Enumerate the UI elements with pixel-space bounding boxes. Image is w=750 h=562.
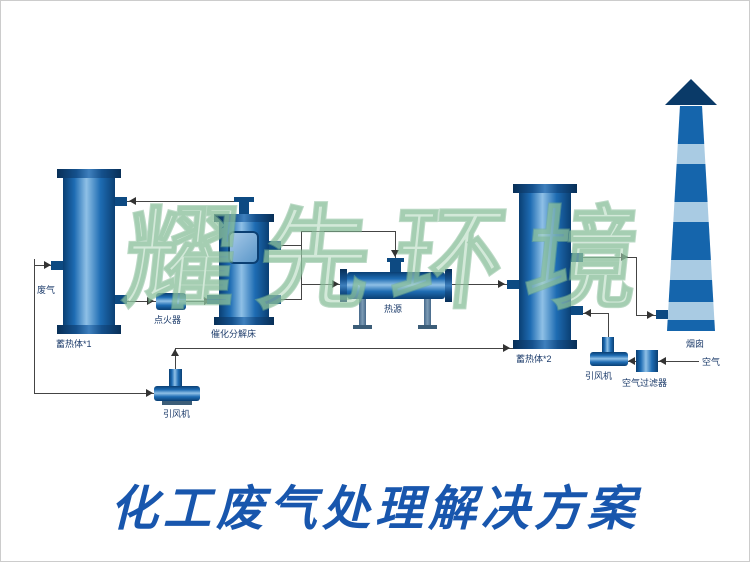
label-heat-storage-2: 蓄热体*2 xyxy=(516,354,552,364)
fan-left-inlet-stub xyxy=(169,369,182,386)
label-heat-source: 热源 xyxy=(384,304,403,314)
heat-source-foot xyxy=(418,325,437,329)
heat-source-right-flange xyxy=(445,269,452,302)
label-waste-gas: 废气 xyxy=(37,285,56,295)
flow-arrow xyxy=(44,261,51,269)
flow-arrow xyxy=(659,357,666,365)
label-air: 空气 xyxy=(702,357,721,367)
igniter-box xyxy=(156,293,186,310)
flow-arrow xyxy=(391,250,399,257)
heat-storage-2-upper-outlet-nozzle xyxy=(571,253,583,262)
flow-arrow xyxy=(332,280,339,288)
label-heat-storage-1: 蓄热体*1 xyxy=(56,339,92,349)
catalytic-bed-top-flange xyxy=(214,214,274,222)
heat-storage-2-body xyxy=(519,193,571,340)
flow-line xyxy=(34,393,154,394)
heat-source-top-stub xyxy=(390,262,401,272)
heat-storage-1-top-flange xyxy=(57,169,121,178)
flow-arrow xyxy=(146,389,153,397)
flow-line xyxy=(608,313,609,337)
flow-arrow xyxy=(129,197,136,205)
fan-left-body xyxy=(154,386,200,401)
heat-storage-1-upper-nozzle xyxy=(115,197,127,206)
heat-storage-1-bottom-flange xyxy=(57,325,121,334)
flow-line xyxy=(395,231,396,259)
heat-storage-2-inlet-nozzle xyxy=(507,280,519,289)
flow-line xyxy=(636,257,637,316)
label-fan-right: 引风机 xyxy=(585,371,613,381)
flow-arrow xyxy=(147,297,154,305)
flow-arrow xyxy=(584,309,591,317)
chimney-inlet-nozzle xyxy=(656,310,668,319)
chimney-body xyxy=(667,106,715,331)
flow-arrow xyxy=(628,357,635,365)
heat-source-leg xyxy=(424,299,431,325)
catalytic-bed-window xyxy=(228,231,259,264)
heat-storage-1-body xyxy=(63,178,115,325)
flow-line xyxy=(34,259,35,393)
flow-arrow xyxy=(503,344,510,352)
flow-line xyxy=(583,257,636,258)
catalytic-bed-left-nozzle xyxy=(207,295,219,304)
flow-arrow xyxy=(621,253,628,261)
heat-source-top-flange-small xyxy=(387,258,404,262)
flow-line xyxy=(175,348,513,349)
flow-arrow xyxy=(171,349,179,356)
flow-line xyxy=(582,313,608,314)
catalytic-bed-bottom-flange xyxy=(214,317,274,325)
label-chimney: 烟囱 xyxy=(686,339,705,349)
flow-arrow xyxy=(498,280,505,288)
chimney-cap xyxy=(665,79,717,105)
heat-source-body xyxy=(347,272,445,299)
heat-storage-1-inlet-nozzle xyxy=(51,261,63,270)
heat-source-leg xyxy=(359,299,366,325)
label-fan-left: 引风机 xyxy=(163,409,191,419)
heat-storage-1-lower-nozzle xyxy=(115,295,127,304)
heat-storage-2-top-flange xyxy=(513,184,577,193)
flow-line xyxy=(658,361,699,362)
flow-line xyxy=(452,284,508,285)
label-catalytic-bed: 催化分解床 xyxy=(211,329,257,339)
flow-line xyxy=(186,301,213,302)
flow-line xyxy=(175,348,176,369)
heat-source-left-flange xyxy=(340,269,347,302)
flow-line xyxy=(301,231,302,300)
flow-line xyxy=(126,301,156,302)
flow-line xyxy=(636,315,657,316)
fan-right-body xyxy=(590,352,628,366)
flow-arrow xyxy=(647,311,654,319)
heat-storage-2-bottom-flange xyxy=(513,340,577,349)
flow-line xyxy=(280,299,301,300)
catalytic-bed-right-upper-nozzle xyxy=(269,241,281,250)
label-igniter: 点火器 xyxy=(154,315,182,325)
fan-left-base xyxy=(162,401,192,405)
air-filter-box xyxy=(636,350,658,372)
label-air-filter: 空气过滤器 xyxy=(622,378,668,388)
heat-source-foot xyxy=(353,325,372,329)
diagram-title: 化工废气处理解决方案 xyxy=(109,483,640,536)
catalytic-bed-top-flange-small xyxy=(234,197,254,202)
flow-line xyxy=(280,245,301,246)
flow-line xyxy=(301,231,395,232)
flow-line xyxy=(301,284,341,285)
heat-storage-2-lower-nozzle xyxy=(571,306,583,315)
catalytic-bed-top-stub xyxy=(239,202,249,214)
flow-line xyxy=(34,265,52,266)
catalytic-bed-right-lower-nozzle xyxy=(269,295,281,304)
fan-right-outlet-stub xyxy=(602,337,614,352)
flow-line xyxy=(127,201,234,202)
